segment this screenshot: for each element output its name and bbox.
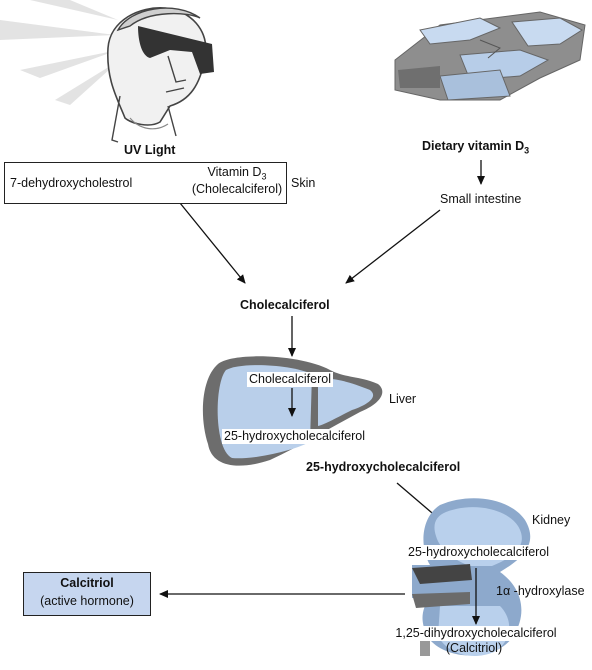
- vitamin-d3-text: Vitamin D3: [190, 165, 284, 185]
- skin-label: Skin: [291, 176, 316, 190]
- calcitriol-box: [23, 572, 151, 616]
- 1-alpha-hydroxylase-label: 1α -hydroxylase: [496, 584, 585, 599]
- small-intestine-label: Small intestine: [440, 192, 522, 206]
- alpha-symbol: α: [502, 584, 511, 598]
- 1-25-dihydroxy-text: 1,25-dihydroxycholecalciferol: [384, 626, 568, 641]
- vitamin-d-label: Vitamin D: [207, 165, 262, 179]
- uv-light-label: UV Light: [124, 143, 176, 157]
- liver-25-hydroxy-text: 25-hydroxycholecalciferol: [222, 429, 368, 444]
- enzyme-suffix: -hydroxylase: [510, 584, 585, 598]
- dietary-subscript: 3: [524, 145, 530, 156]
- arrow-intestine-to-cholecalciferol: [345, 209, 441, 284]
- cholecalciferol-label: Cholecalciferol: [240, 298, 330, 312]
- 25-hydroxycholecalciferol-label: 25-hydroxycholecalciferol: [306, 460, 461, 474]
- calcitriol-paren-text: (Calcitriol): [445, 641, 503, 655]
- person-sunglasses-illustration: [107, 7, 214, 143]
- vitamin-d-subscript: 3: [261, 171, 267, 182]
- dietary-vitamin-d3-label: Dietary vitamin D3: [422, 139, 529, 159]
- arrow-skin-to-cholecalciferol: [179, 202, 246, 284]
- cholecalciferol-paren-text: (Cholecalciferol): [191, 182, 283, 196]
- uv-rays-illustration: [0, 0, 120, 105]
- active-hormone-text: (active hormone): [40, 594, 134, 608]
- 7-dehydroxycholestrol-text: 7-dehydroxycholestrol: [10, 176, 133, 190]
- liver-label: Liver: [389, 392, 417, 406]
- kidney-label: Kidney: [532, 513, 571, 527]
- enzyme-prefix: 1: [496, 584, 503, 598]
- calcitriol-title: Calcitriol: [60, 576, 114, 590]
- kidney-25-hydroxy-text: 25-hydroxycholecalciferol: [406, 545, 552, 560]
- liver-cholecalciferol-text: Cholecalciferol: [247, 372, 333, 387]
- dietary-food-illustration: [394, 11, 586, 101]
- skin-conversion-box: [4, 162, 287, 204]
- dietary-title: Dietary vitamin D: [422, 139, 525, 153]
